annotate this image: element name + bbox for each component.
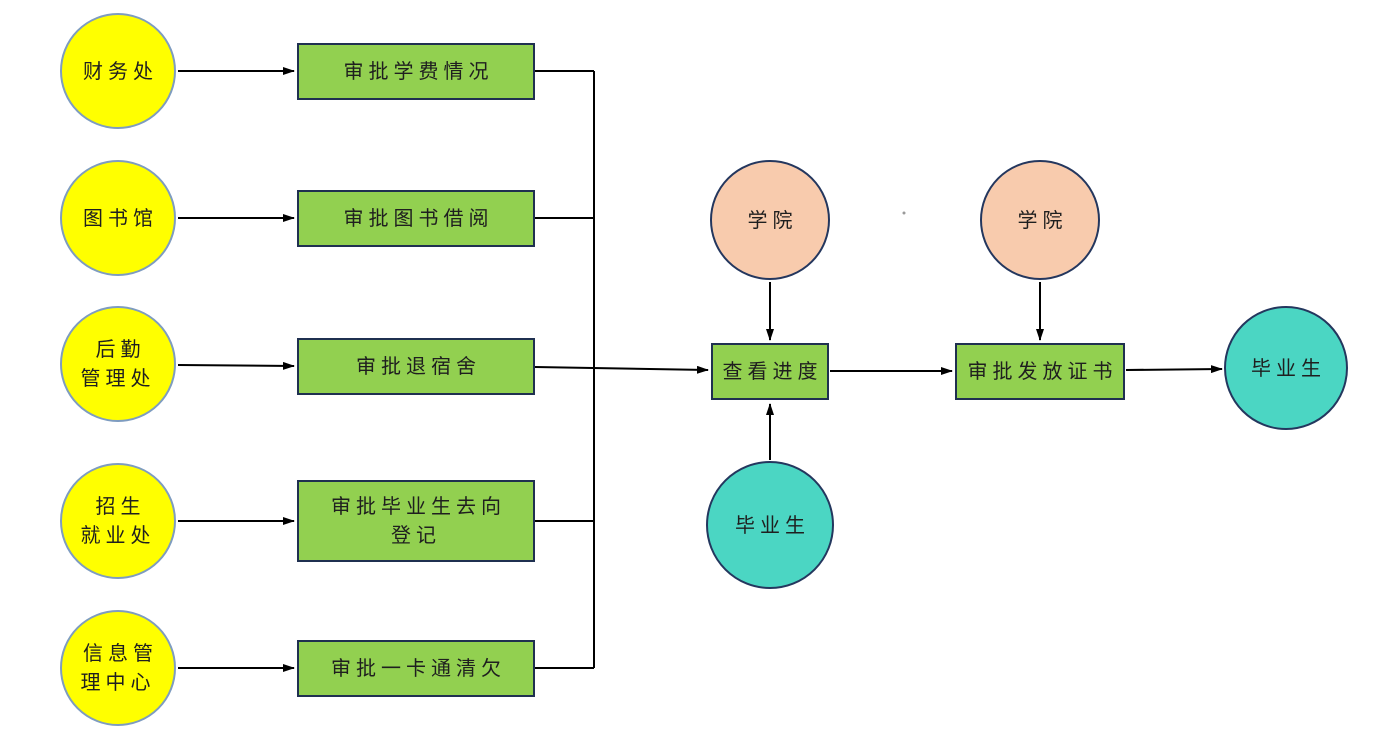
node-label: 审批图书借阅	[343, 206, 494, 230]
node-finance-office: 财务处	[60, 13, 176, 129]
node-label: 学院	[1017, 207, 1068, 232]
node-label: 毕业生	[735, 512, 810, 537]
node-label: 审批发放证书	[967, 359, 1118, 383]
stray-dot	[902, 211, 906, 215]
node-library: 图书馆	[60, 160, 176, 276]
node-check-progress: 查看进度	[711, 343, 829, 400]
node-approve-book-borrowing: 审批图书借阅	[297, 190, 535, 247]
node-label: 审批退宿舍	[356, 354, 481, 378]
node-label: 审批毕业生去向 登记	[331, 494, 506, 547]
node-college-right: 学院	[980, 160, 1100, 280]
node-label: 财务处	[83, 58, 158, 83]
node-label: 信息管 理中心	[80, 641, 158, 694]
node-approve-tuition: 审批学费情况	[297, 43, 535, 100]
node-graduate-right: 毕业生	[1224, 306, 1348, 430]
node-information-center: 信息管 理中心	[60, 610, 176, 726]
node-logistics-office: 后勤 管理处	[60, 306, 176, 422]
node-label: 学院	[747, 207, 798, 232]
node-label: 审批一卡通清欠	[331, 656, 506, 680]
node-label: 招生 就业处	[80, 494, 156, 547]
node-approve-certificate: 审批发放证书	[955, 343, 1125, 400]
node-admissions-employment-office: 招生 就业处	[60, 463, 176, 579]
node-label: 查看进度	[722, 359, 823, 383]
node-label: 后勤 管理处	[80, 337, 156, 390]
node-label: 图书馆	[83, 205, 158, 230]
node-graduate-bottom: 毕业生	[706, 461, 834, 589]
node-college-left: 学院	[710, 160, 830, 280]
node-label: 审批学费情况	[343, 59, 494, 83]
node-label: 毕业生	[1251, 355, 1326, 380]
node-approve-dorm-checkout: 审批退宿舍	[297, 338, 535, 395]
node-approve-campus-card: 审批一卡通清欠	[297, 640, 535, 697]
node-approve-graduate-destination: 审批毕业生去向 登记	[297, 480, 535, 562]
